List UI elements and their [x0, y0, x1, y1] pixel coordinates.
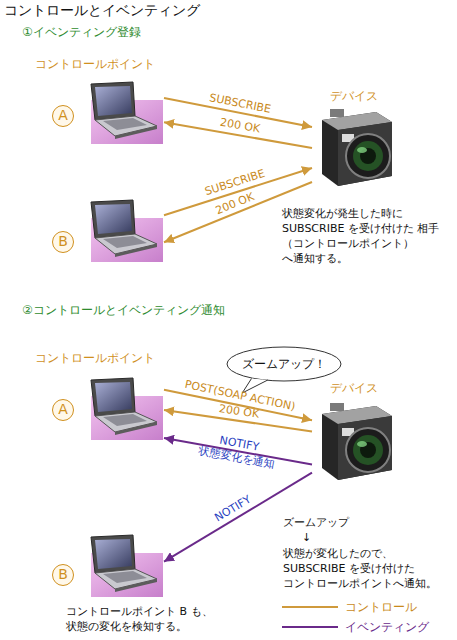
title: コントロールとイベンティング	[4, 2, 200, 20]
group-label: コントロールポイント	[35, 350, 155, 367]
callout-letter: B	[52, 564, 74, 586]
laptop-icon	[91, 200, 163, 262]
camera-icon	[322, 109, 392, 186]
control-point: B	[50, 195, 164, 270]
control-point: A	[50, 80, 164, 142]
bubble-text: ズームアップ！	[226, 346, 342, 382]
note-text: ズームアップ	[283, 515, 403, 530]
device: デバイス	[312, 380, 396, 483]
note-text: 状態が変化したので、 SUBSCRIBE を受け付けた コントロールポイントへ通…	[283, 546, 451, 591]
device-label: デバイス	[312, 88, 396, 105]
laptop-icon	[91, 82, 163, 144]
device: デバイス	[312, 88, 396, 188]
message-label: NOTIFY 状態変化を通知	[190, 429, 285, 473]
note-text: 状態変化が発生した時に SUBSCRIBE を受け付けた 相手（コントロールポイ…	[282, 206, 447, 266]
group-label: コントロールポイント	[35, 56, 155, 73]
section-heading: ②コントロールとイベンティング通知	[22, 302, 225, 319]
legend-line	[282, 606, 338, 608]
control-point: A	[50, 375, 164, 445]
bubble-body	[227, 347, 341, 381]
control-point: B	[50, 530, 164, 602]
camera-icon	[322, 403, 392, 480]
message-label: SUBSCRIBE	[203, 167, 267, 199]
callout-letter: A	[52, 105, 74, 127]
legend-line	[282, 626, 338, 628]
callout-letter: A	[52, 399, 74, 421]
arrow-symbol: ↓	[302, 530, 322, 545]
laptop-icon	[91, 535, 163, 597]
note-text: コントロールポイント B も、 状態の変化を検知する。	[66, 604, 226, 634]
section-heading: ①イベンティング登録	[22, 24, 141, 41]
speech-bubble: ズームアップ！	[226, 346, 342, 382]
legend-text: コントロール	[345, 599, 417, 616]
device-label: デバイス	[312, 380, 396, 397]
laptop-icon	[91, 378, 163, 440]
legend-text: イベンティング	[345, 619, 429, 636]
callout-letter: B	[52, 231, 74, 253]
